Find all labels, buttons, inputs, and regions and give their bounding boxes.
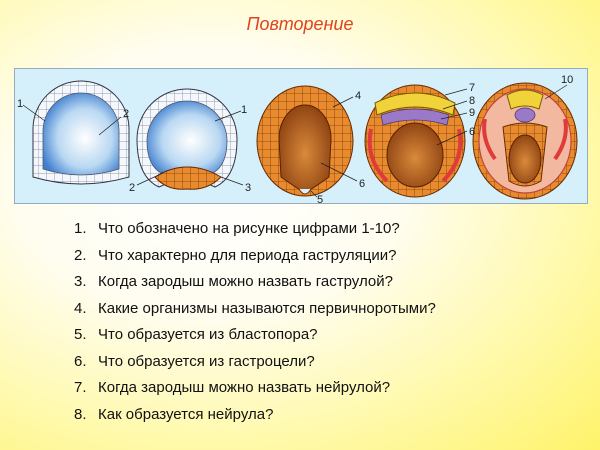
question-number: 2.: [74, 246, 87, 264]
question-text: Какие организмы называются первичноротым…: [98, 299, 436, 317]
question-item: 1. Что обозначено на рисунке цифрами 1-10…: [74, 216, 436, 243]
label-1: 1: [17, 98, 23, 110]
embryo-figure: 1 2 1 2 3 4 5 6 7 8 9 6 10: [14, 68, 588, 205]
question-number: 3.: [74, 273, 87, 290]
label-2: 2: [129, 182, 135, 194]
question-text: Что образуется из гастроцели?: [98, 352, 315, 370]
question-number: 7.: [74, 379, 87, 396]
label-10: 10: [561, 74, 573, 86]
question-item: 4. Какие организмы называются первичнорот…: [74, 296, 436, 323]
question-text: Когда зародыш можно назвать нейрулой?: [98, 379, 391, 396]
question-item: 8. Как образуется нейрула?: [74, 402, 436, 429]
question-number: 8.: [74, 405, 87, 423]
label-8: 8: [469, 95, 475, 107]
question-text: Что обозначено на рисунке цифрами 1-10?: [98, 220, 400, 237]
question-number: 4.: [74, 299, 87, 317]
label-9: 9: [469, 107, 475, 119]
question-text: Как образуется нейрула?: [98, 405, 274, 423]
question-item: 7. Когда зародыш можно назвать нейрулой?: [74, 375, 436, 402]
stage-gastrula: [256, 85, 354, 197]
question-number: 5.: [74, 326, 87, 343]
question-item: 5. Что образуется из бластопора?: [74, 322, 436, 349]
question-text: Когда зародыш можно назвать гаструлой?: [98, 273, 393, 290]
stage-neurula: [472, 82, 578, 200]
stage-early-neurula: [364, 84, 466, 198]
question-number: 6.: [74, 352, 87, 370]
label-2: 2: [123, 108, 129, 120]
label-6: 6: [359, 178, 365, 190]
leader-lines: [22, 84, 568, 198]
question-text: Что характерно для периода гаструляции?: [98, 246, 397, 264]
question-item: 2. Что характерно для периода гаструляции…: [74, 243, 436, 270]
stage-early-gastrula: [136, 88, 238, 190]
label-7: 7: [469, 82, 475, 94]
question-number: 1.: [74, 220, 87, 237]
label-5: 5: [317, 194, 323, 205]
question-list: 1. Что обозначено на рисунке цифрами 1-10…: [74, 216, 436, 428]
slide-title: Повторение: [246, 14, 354, 34]
question-text: Что образуется из бластопора?: [98, 326, 318, 343]
label-1: 1: [241, 104, 247, 116]
label-3: 3: [245, 182, 251, 194]
label-6: 6: [469, 126, 475, 138]
embryo-stages-illustration: 1 2 1 2 3 4 5 6 7 8 9 6 10: [17, 74, 578, 205]
question-item: 6. Что образуется из гастроцели?: [74, 349, 436, 376]
label-4: 4: [355, 90, 361, 102]
stage-blastula: [32, 80, 130, 185]
question-item: 3. Когда зародыш можно назвать гаструлой?: [74, 269, 436, 296]
